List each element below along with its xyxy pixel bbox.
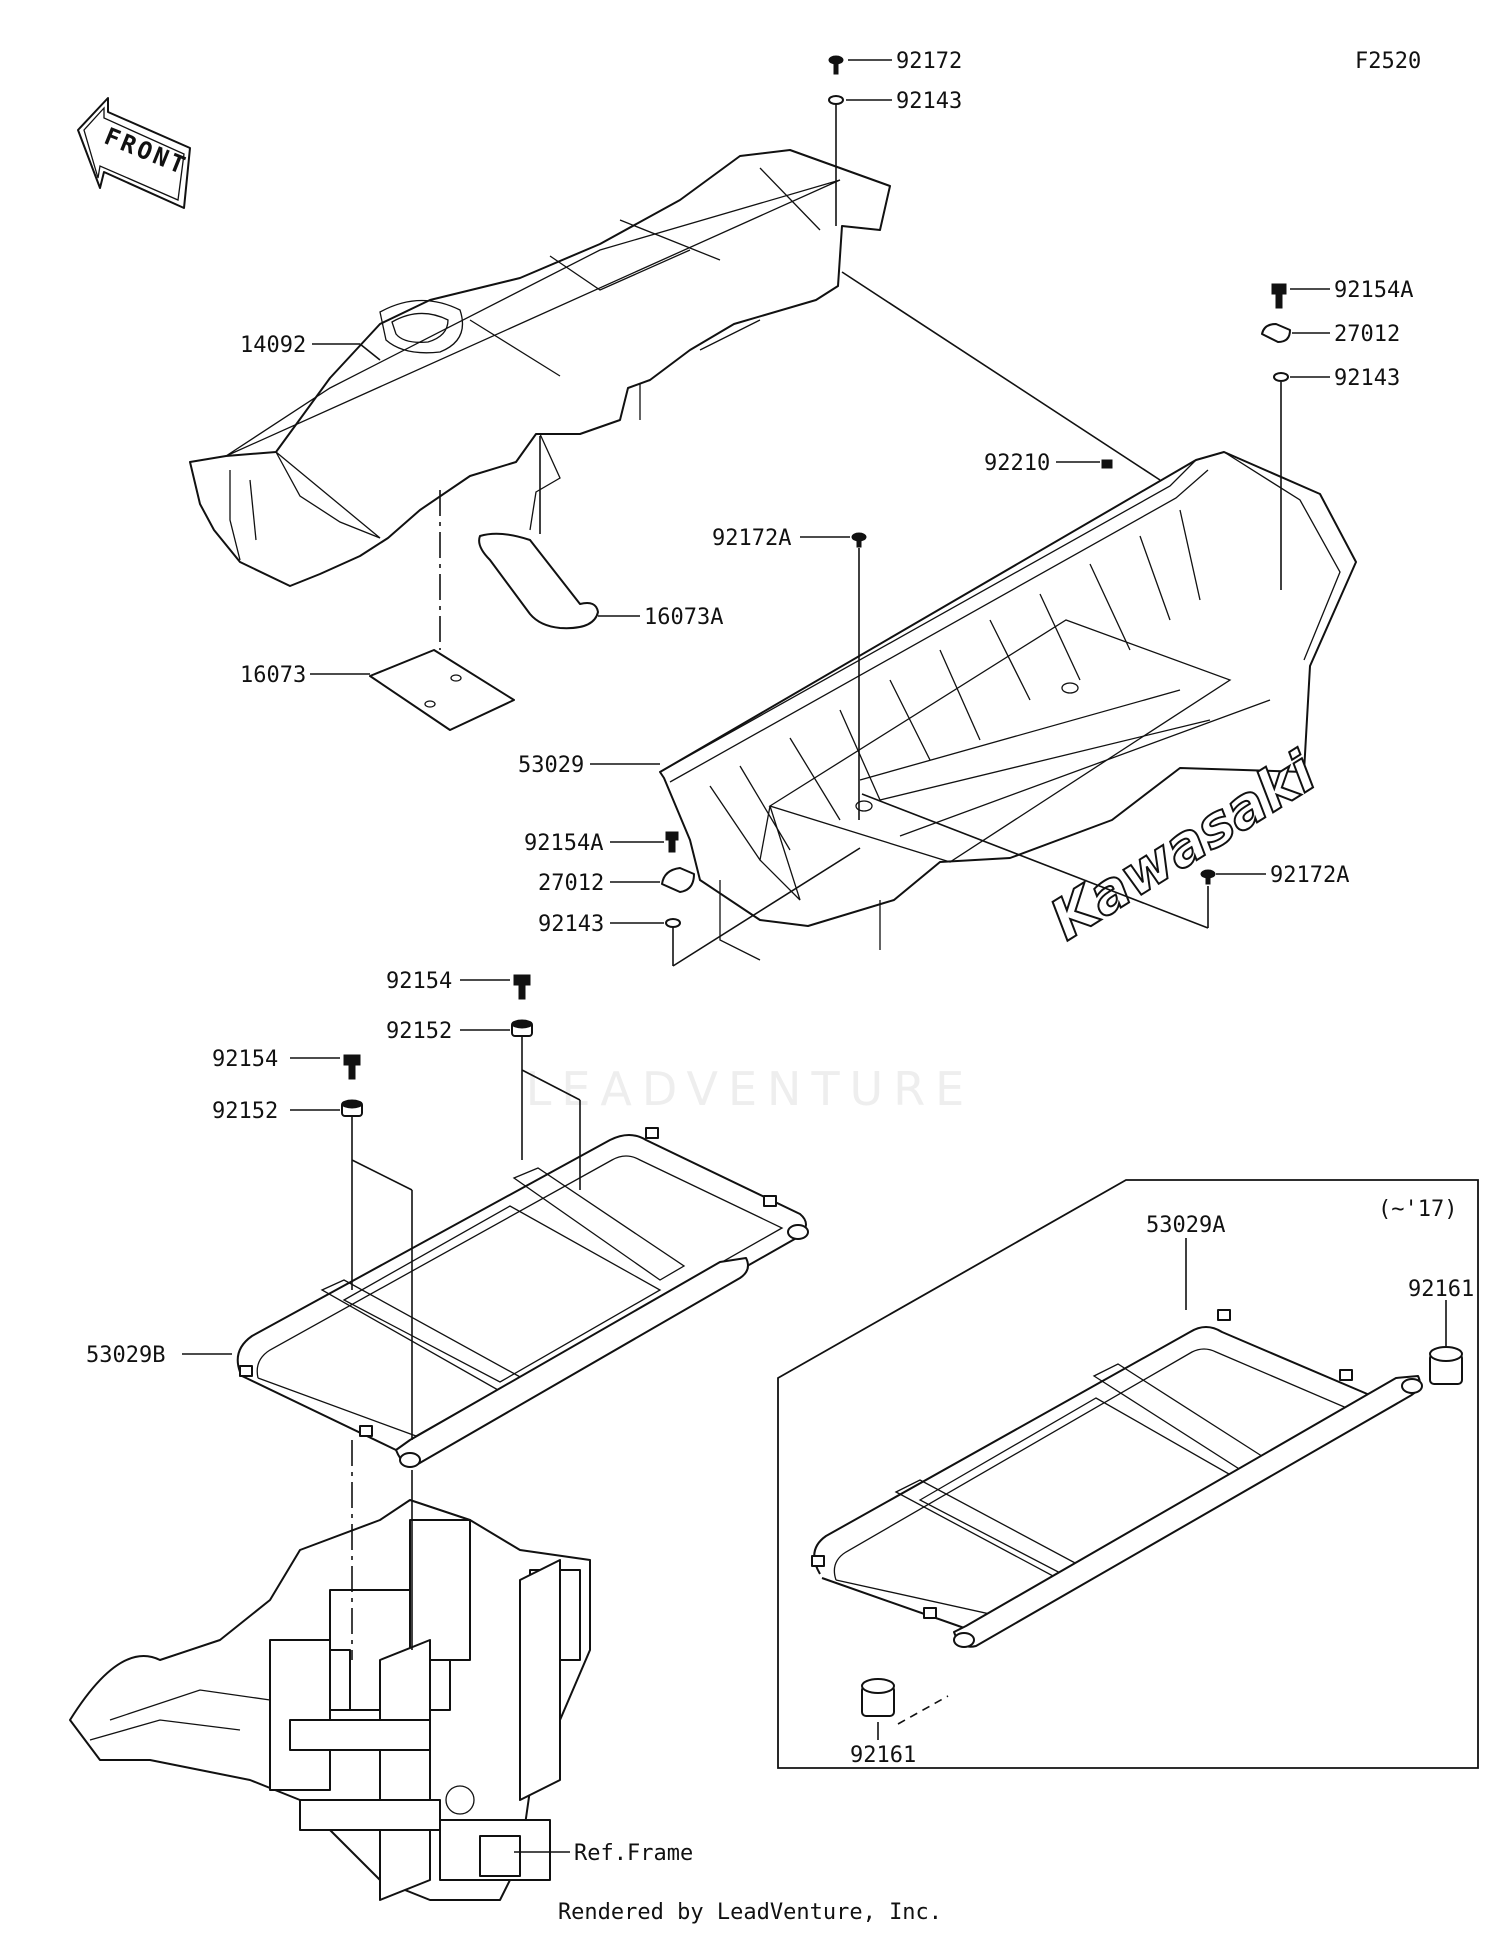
clip-27012-right-icon [1261,323,1291,343]
bolt-92154-right-icon [513,974,531,1000]
inset-box [777,1179,1479,1769]
washer-92143-right-icon [1273,372,1289,382]
watermark: LEADVENTURE [525,1062,975,1116]
callout-92172A-upper: 92172A [712,526,791,551]
callout-ref-frame: Ref.Frame [574,1841,693,1866]
plate-16073 [369,649,515,731]
bolt-92154A-right-icon [1271,283,1287,309]
sleeve-92161-lower [861,1678,895,1717]
callout-92154-left: 92154 [212,1047,278,1072]
collar-92152-right-icon [511,1019,533,1037]
frame-reference [69,1499,591,1901]
callout-92143-top: 92143 [896,89,962,114]
cover-14092 [189,149,891,587]
callout-92154A-left: 92154A [524,831,603,856]
callout-16073A: 16073A [644,605,723,630]
callout-27012-left: 27012 [538,871,604,896]
callout-92154A-right: 92154A [1334,278,1413,303]
callout-92152-right: 92152 [386,1019,452,1044]
callout-92172: 92172 [896,49,962,74]
bolt-92172-icon [828,55,844,75]
cargo-bed-53029 [659,451,1357,961]
callout-53029B: 53029B [86,1343,165,1368]
nut-92210-icon [1101,459,1113,469]
callout-92161-lower: 92161 [850,1743,916,1768]
screw-92172A-lower-icon [1200,869,1216,885]
callout-92143-left: 92143 [538,912,604,937]
callout-92210: 92210 [984,451,1050,476]
callout-92172A-lower: 92172A [1270,863,1349,888]
leader-lines [182,59,1447,1853]
rack-53029B [236,1127,809,1468]
callout-53029: 53029 [518,753,584,778]
footer-credit: Rendered by LeadVenture, Inc. [557,1900,943,1925]
bolt-92154-left-icon [343,1054,361,1080]
washer-92143-top-icon [828,95,844,105]
bolt-92154A-left-icon [665,831,679,853]
washer-92143-left-icon [665,918,681,928]
clip-27012-left-icon [661,867,695,893]
callout-92154-right: 92154 [386,969,452,994]
pad-16073A [478,532,599,630]
callout-16073: 16073 [240,663,306,688]
callout-92161-upper: 92161 [1408,1277,1474,1302]
callout-14092: 14092 [240,333,306,358]
figure-code: F2520 [1355,49,1421,74]
collar-92152-left-icon [341,1099,363,1117]
callout-53029A: 53029A [1146,1213,1225,1238]
callout-27012-right: 27012 [1334,322,1400,347]
callout-92143-right: 92143 [1334,366,1400,391]
inset-note: (~'17) [1378,1197,1457,1222]
sleeve-92161-upper [1429,1346,1463,1385]
screw-92172A-upper-icon [851,532,867,548]
front-arrow-icon: FRONT [77,97,192,209]
rack-53029A [811,1309,1423,1648]
callout-92152-left: 92152 [212,1099,278,1124]
